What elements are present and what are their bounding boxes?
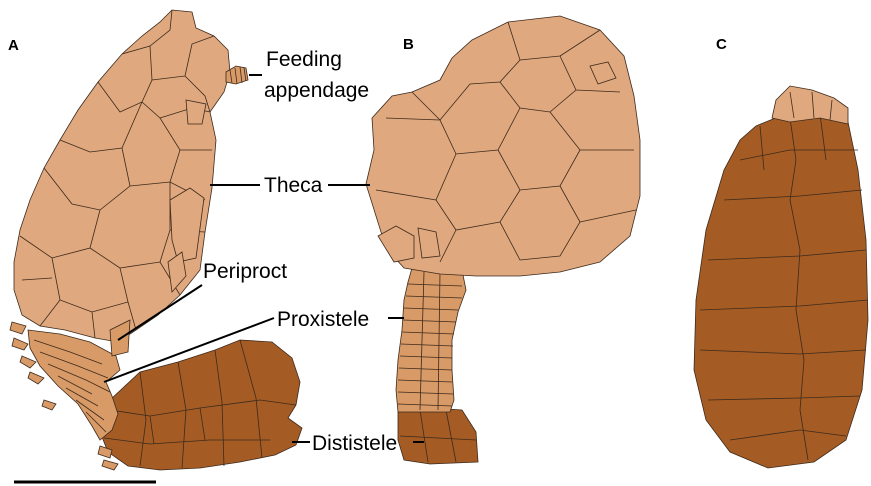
panel-letter-b: B — [403, 36, 414, 53]
theca-label: Theca — [264, 174, 323, 197]
dististele-label: Dististele — [312, 432, 397, 455]
feeding-appendage-label-line1: Feeding — [266, 48, 342, 71]
specimen-b-dististele — [398, 408, 478, 464]
specimen-a-theca — [14, 10, 230, 356]
feeding-appendage-label-line2: appendage — [264, 79, 369, 102]
specimen-a-proxistele — [10, 322, 120, 470]
panel-letter-c: C — [716, 36, 727, 53]
specimen-c — [694, 86, 868, 468]
specimen-b-theca — [366, 16, 640, 276]
specimen-b-proxistele — [396, 268, 466, 412]
specimen-a-dististele — [100, 340, 302, 470]
proxistele-label: Proxistele — [277, 308, 369, 331]
specimen-c-feeding-plates — [772, 86, 848, 124]
panel-letter-a: A — [8, 37, 19, 54]
specimen-a — [10, 10, 302, 470]
periproct-label: Periproct — [203, 260, 287, 283]
specimen-b — [366, 16, 640, 464]
